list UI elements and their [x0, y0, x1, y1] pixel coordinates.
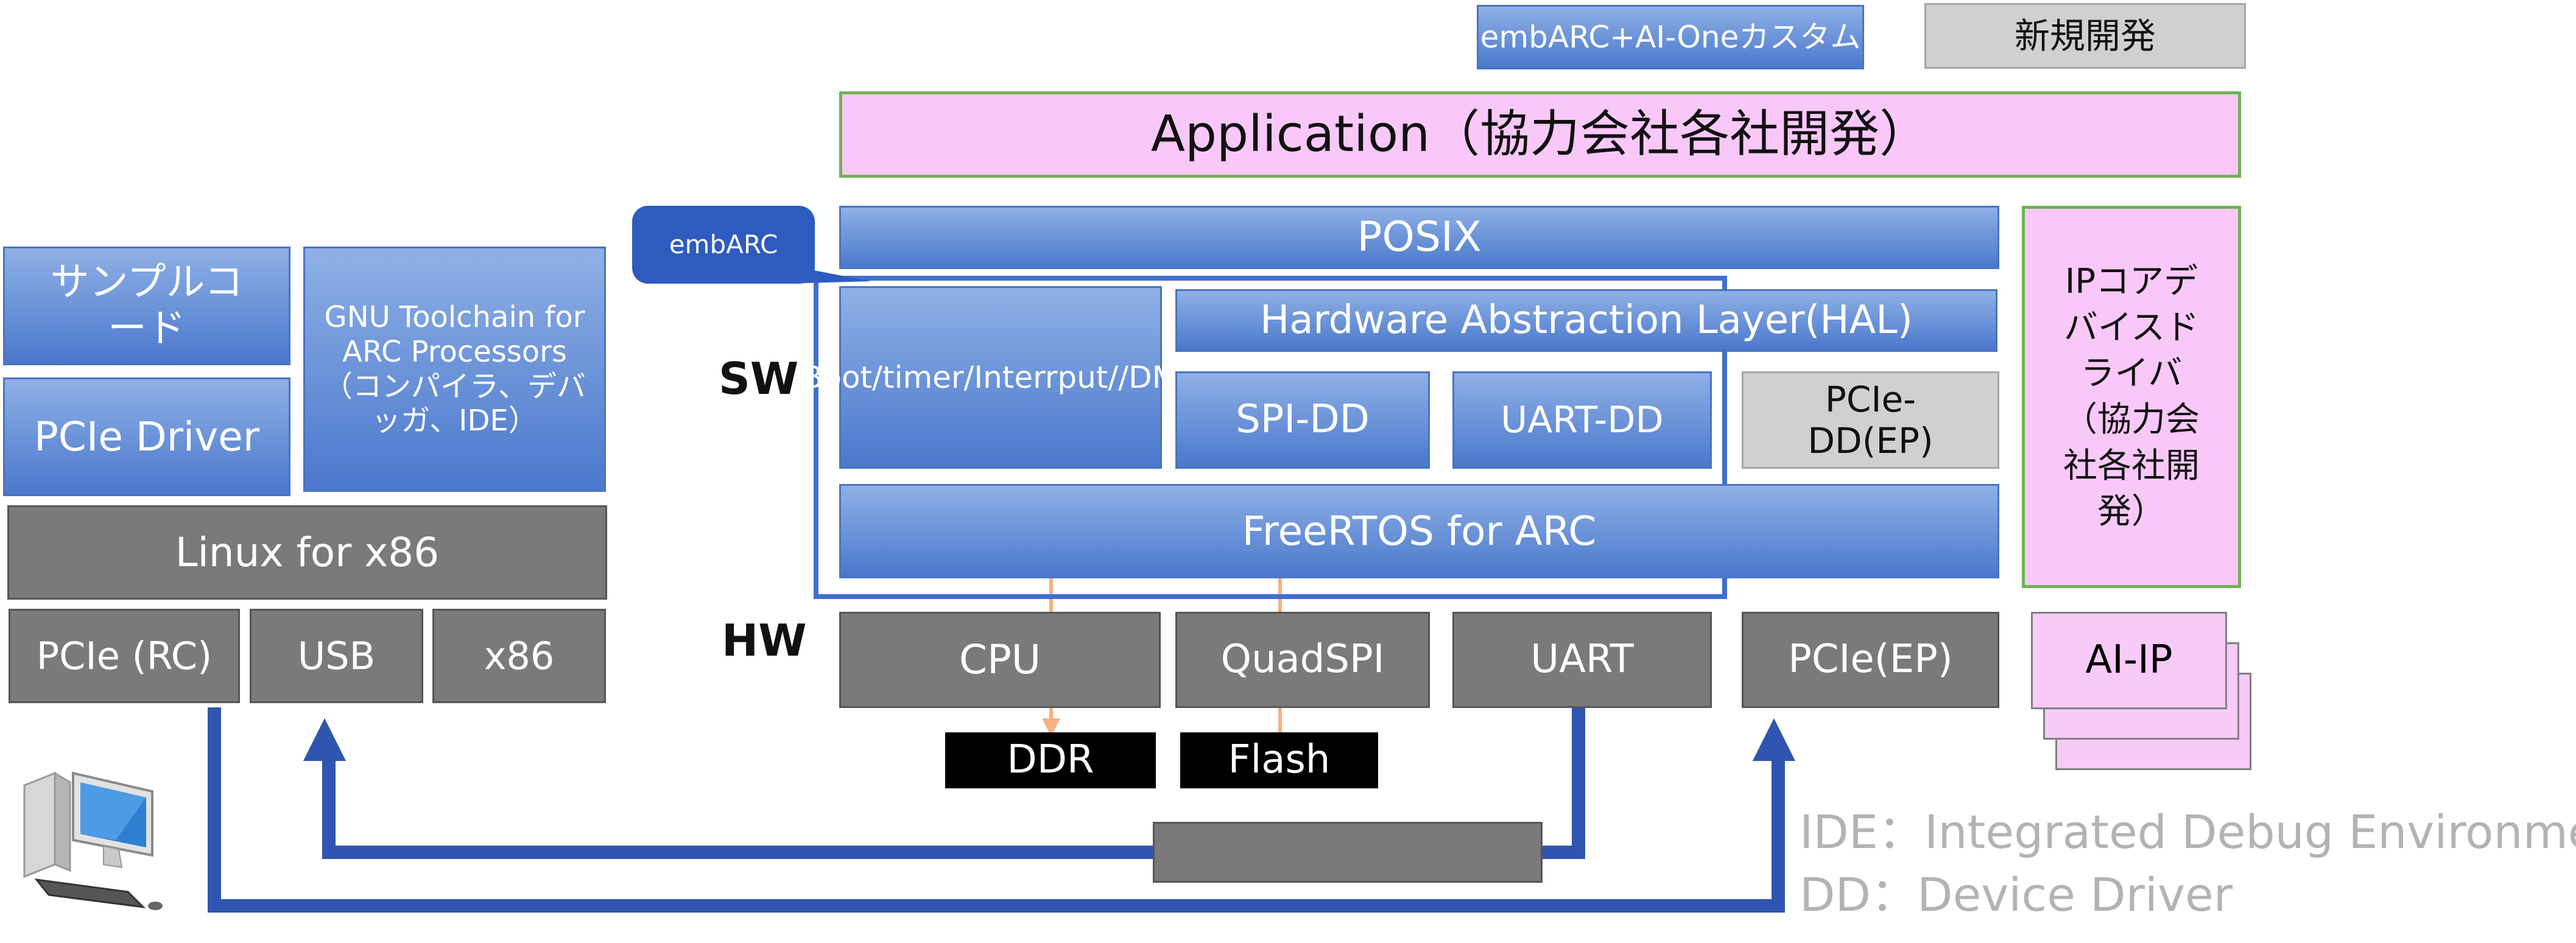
hw-cpu: CPU [839, 612, 1161, 708]
legend-new-development: 新規開発 [1924, 3, 2246, 69]
pcie-dd-ep: PCIe-DD(EP) [1742, 371, 1999, 469]
hw-label: HW [722, 615, 807, 666]
pcie-driver: PCIe Driver [3, 377, 290, 496]
sample-code: サンプルコード [3, 247, 290, 365]
uart-usb-converter [1153, 822, 1543, 883]
host-x86: x86 [432, 609, 606, 703]
hw-uart: UART [1452, 612, 1712, 708]
posix-layer: POSIX [839, 206, 1999, 269]
sw-label: SW [719, 353, 799, 404]
legend-custom: embARC+AI-Oneカスタム [1477, 5, 1864, 69]
pcie-link-line [208, 707, 1796, 913]
flash-memory: Flash [1180, 732, 1378, 788]
ddr-memory: DDR [945, 732, 1156, 788]
uart-usb-link-line [303, 707, 1585, 859]
embarc-callout: embARC [632, 206, 815, 284]
note-ide: IDE：Integrated Debug Environment [1800, 805, 2576, 859]
hw-pcie-ep: PCIe(EP) [1742, 612, 1999, 708]
linux-for-x86: Linux for x86 [7, 505, 607, 600]
boot-timer-interrupt-dma: Boot/timer/Interrput//DMA [802, 286, 1199, 469]
ip-core-device-driver: IPコアデバイスドライバ（協力会社各社開発） [2022, 206, 2241, 588]
embarc-group-outline [814, 276, 1727, 599]
desktop-computer-icon [23, 771, 163, 910]
hw-quadspi: QuadSPI [1175, 612, 1430, 708]
spi-dd: SPI-DD [1175, 371, 1430, 469]
note-dd: DD：Device Driver [1800, 868, 2233, 922]
freertos-layer: FreeRTOS for ARC [839, 484, 1999, 578]
host-pcie-rc: PCIe (RC) [9, 609, 240, 703]
uart-dd: UART-DD [1452, 371, 1712, 469]
application-layer: Application（協力会社各社開発） [839, 91, 2241, 178]
hal-layer: Hardware Abstraction Layer(HAL) [1175, 289, 1997, 352]
host-usb: USB [250, 609, 423, 703]
ai-ip: AI-IP [2031, 612, 2227, 709]
gnu-toolchain: GNU Toolchain for ARC Processors（コンパイラ、デ… [303, 247, 606, 492]
